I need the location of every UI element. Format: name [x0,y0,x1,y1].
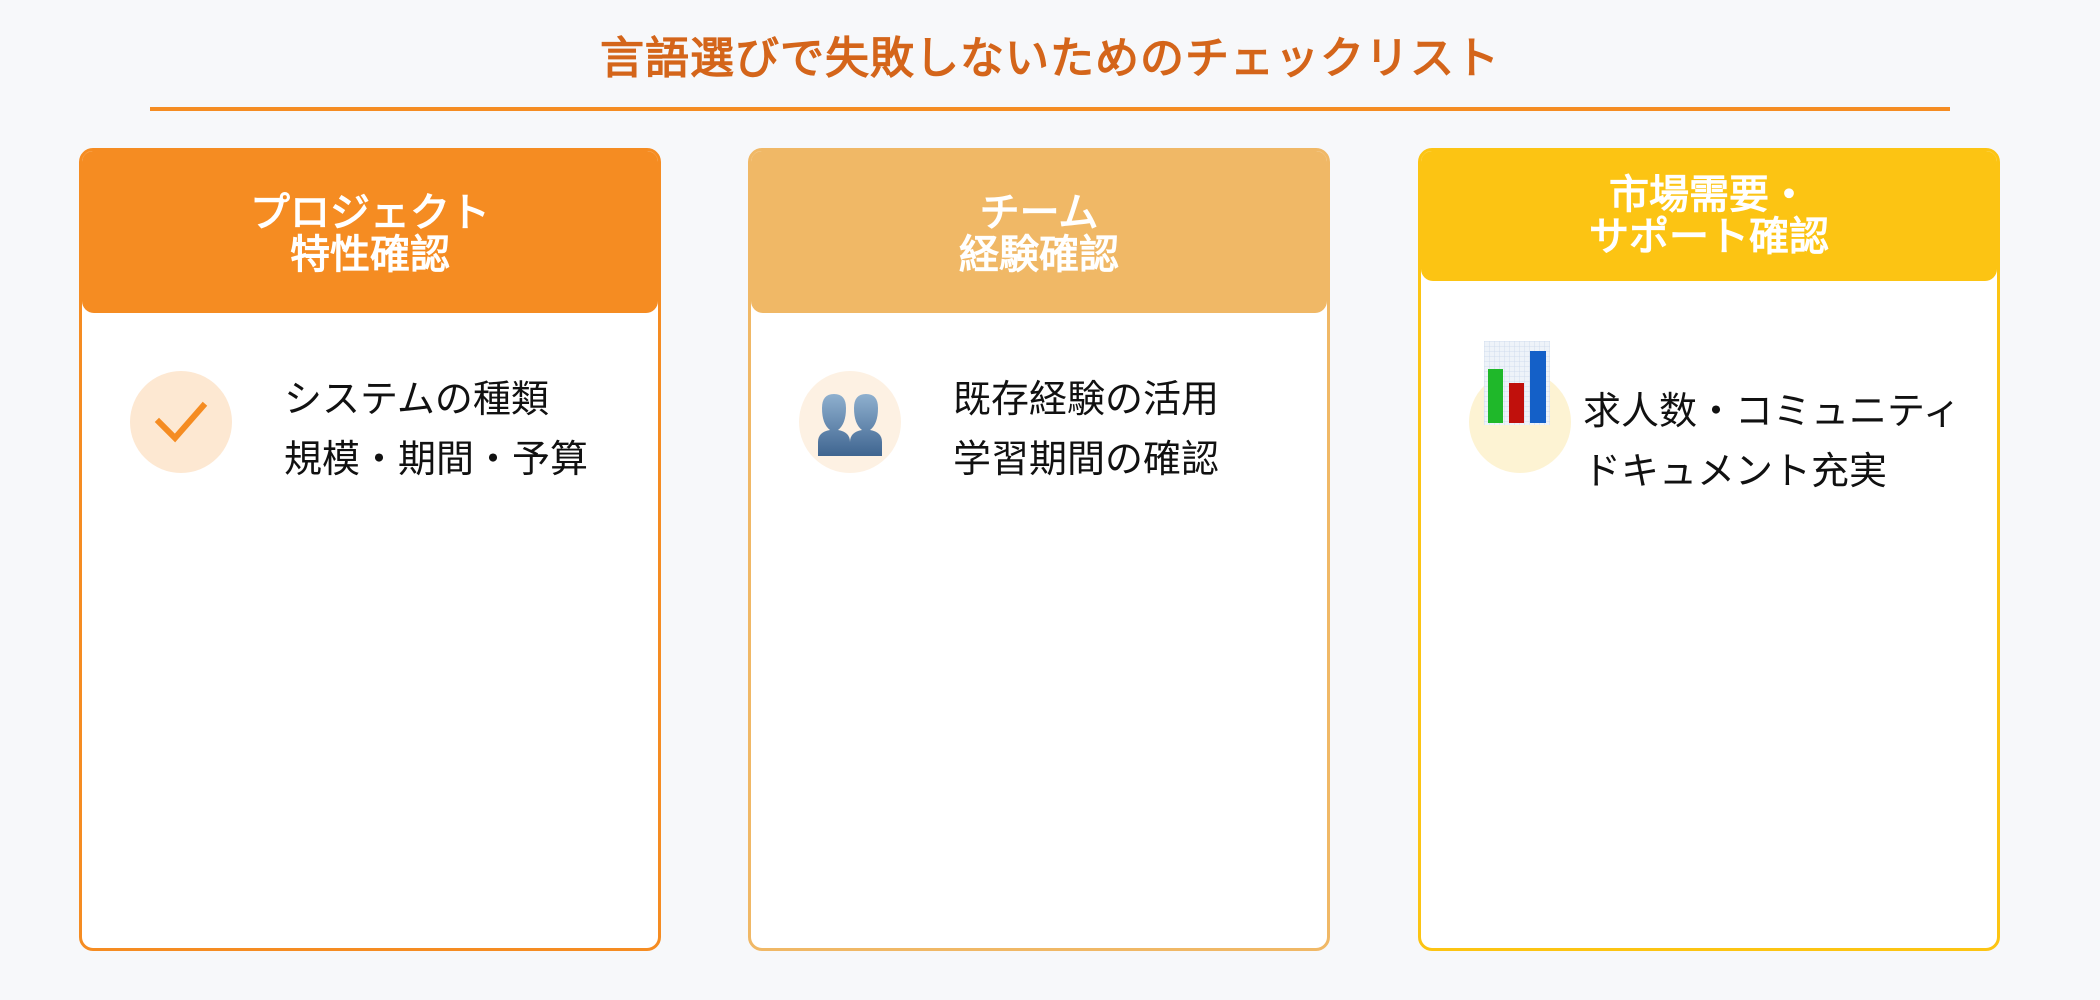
item-text-line2: 学習期間の確認 [953,437,1220,481]
item-text-line2: ドキュメント充実 [1583,449,1888,493]
card-header-line2: 経験確認 [959,232,1119,278]
two-people-icon [799,371,901,473]
item-text-line2: 規模・期間・予算 [284,437,589,481]
checklist-item: システムの種類 規模・期間・予算 [130,371,648,489]
checklist-item-text: 既存経験の活用 学習期間の確認 [953,369,1219,489]
title-divider [150,107,1950,111]
item-text-line1: 既存経験の活用 [953,377,1220,421]
card-header-line1: 市場需要・ [1609,172,1809,218]
checklist-item-text: 求人数・コミュニティ ドキュメント充実 [1583,381,1961,501]
checklist-item: 既存経験の活用 学習期間の確認 [799,371,1317,489]
card-header: チーム 経験確認 [751,151,1327,313]
item-text-line1: システムの種類 [284,377,549,421]
item-text-line1: 求人数・コミュニティ [1583,389,1961,433]
card-header: プロジェクト 特性確認 [82,151,658,313]
bar-chart-icon [1469,341,1571,473]
card-header: 市場需要・ サポート確認 [1421,151,1997,281]
checklist-item-text: システムの種類 規模・期間・予算 [284,369,588,489]
card-header-line2: サポート確認 [1589,214,1829,260]
card-market-demand-support: 市場需要・ サポート確認 求人数・コミュニティ ドキュメント充実 [1418,148,2000,951]
card-header-line1: チーム [979,190,1099,236]
card-header-line2: 特性確認 [290,232,450,278]
checklist-item: 求人数・コミュニティ ドキュメント充実 [1469,341,1987,501]
card-project-characteristics: プロジェクト 特性確認 システムの種類 規模・期間・予算 [79,148,661,951]
checkmark-icon [130,371,232,473]
card-team-experience: チーム 経験確認 既存経験の活用 学習期間の確認 [748,148,1330,951]
page-title: 言語選びで失敗しないためのチェックリスト [600,33,1500,84]
card-header-line1: プロジェクト [250,190,490,236]
